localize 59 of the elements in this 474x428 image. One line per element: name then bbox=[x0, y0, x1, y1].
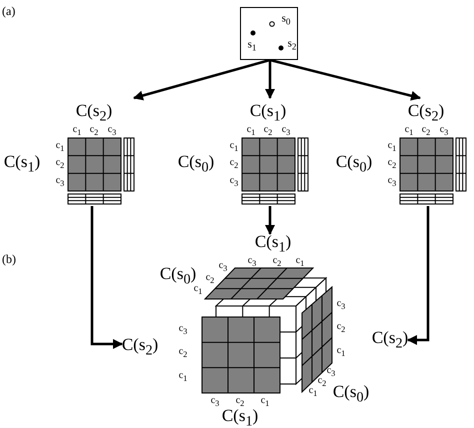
index-label: c$_{2}$ bbox=[236, 396, 244, 408]
axis-label: C(s$_{0}$) bbox=[332, 383, 370, 405]
column-index: c$_{1}$ bbox=[404, 124, 414, 138]
index-label: c$_{1}$ bbox=[260, 396, 270, 408]
arrow bbox=[265, 60, 275, 99]
column-index: c$_{2}$ bbox=[264, 124, 272, 138]
index-label: c$_{3}$ bbox=[218, 260, 228, 274]
index-label: c$_{3}$ bbox=[248, 256, 256, 268]
arrow bbox=[407, 206, 430, 345]
column-index: c$_{3}$ bbox=[108, 124, 116, 138]
axis-label: C(s$_{0}$) bbox=[160, 265, 196, 287]
index-label: c$_{1}$ bbox=[308, 386, 318, 398]
row-index: c$_{3}$ bbox=[388, 176, 396, 188]
arrow bbox=[265, 206, 275, 235]
column-index: c$_{3}$ bbox=[282, 124, 290, 138]
index-label: c$_{2}$ bbox=[318, 376, 326, 388]
matrix-title: C(s$_{1}$) bbox=[250, 102, 286, 124]
axis-label: C(s$_{1}$) bbox=[254, 233, 292, 255]
arrow bbox=[90, 206, 123, 349]
row-index: c$_{3}$ bbox=[230, 176, 238, 188]
index-label: c$_{1}$ bbox=[178, 370, 188, 384]
column-index: c$_{2}$ bbox=[90, 124, 98, 138]
point-label: s$_{0}$ bbox=[282, 13, 290, 27]
index-label: c$_{2}$ bbox=[272, 256, 282, 268]
axis-label: C(s$_{2}$) bbox=[372, 329, 408, 351]
index-label: c$_{2}$ bbox=[336, 322, 346, 334]
axis-label: C(s$_{0}$) bbox=[336, 153, 372, 175]
row-index: c$_{2}$ bbox=[56, 158, 64, 170]
index-label: c$_{1}$ bbox=[296, 256, 304, 268]
panel-label: (b) bbox=[2, 252, 16, 267]
index-label: c$_{3}$ bbox=[326, 366, 336, 378]
arrow bbox=[133, 58, 270, 100]
axis-label: C(s$_{1}$) bbox=[4, 153, 40, 175]
axis-label: C(s$_{2}$) bbox=[122, 336, 158, 358]
column-index: c$_{2}$ bbox=[422, 124, 430, 138]
matrix-title: C(s$_{2}$) bbox=[76, 102, 112, 124]
index-label: c$_{2}$ bbox=[178, 346, 188, 360]
column-index: c$_{1}$ bbox=[72, 124, 82, 138]
row-index: c$_{1}$ bbox=[230, 140, 238, 154]
index-label: c$_{3}$ bbox=[210, 396, 220, 408]
row-index: c$_{1}$ bbox=[56, 140, 64, 154]
matrix-title: C(s$_{2}$) bbox=[408, 102, 444, 124]
row-index: c$_{2}$ bbox=[230, 158, 238, 170]
row-index: c$_{1}$ bbox=[388, 140, 396, 154]
axis-label: C(s$_{1}$) bbox=[222, 407, 258, 428]
column-index: c$_{1}$ bbox=[246, 124, 256, 138]
arrow bbox=[270, 58, 421, 101]
row-index: c$_{3}$ bbox=[56, 176, 64, 188]
point-label: s$_{2}$ bbox=[288, 38, 296, 52]
index-label: c$_{3}$ bbox=[178, 324, 188, 336]
panel-label: (a) bbox=[2, 4, 16, 19]
index-label: c$_{1}$ bbox=[194, 284, 202, 296]
point-label: s$_{1}$ bbox=[248, 39, 256, 53]
index-label: c$_{1}$ bbox=[336, 346, 346, 358]
row-index: c$_{2}$ bbox=[388, 158, 396, 170]
column-index: c$_{3}$ bbox=[440, 124, 448, 138]
index-label: c$_{2}$ bbox=[206, 272, 214, 286]
axis-label: C(s$_{0}$) bbox=[178, 153, 214, 175]
index-label: c$_{3}$ bbox=[336, 298, 346, 312]
